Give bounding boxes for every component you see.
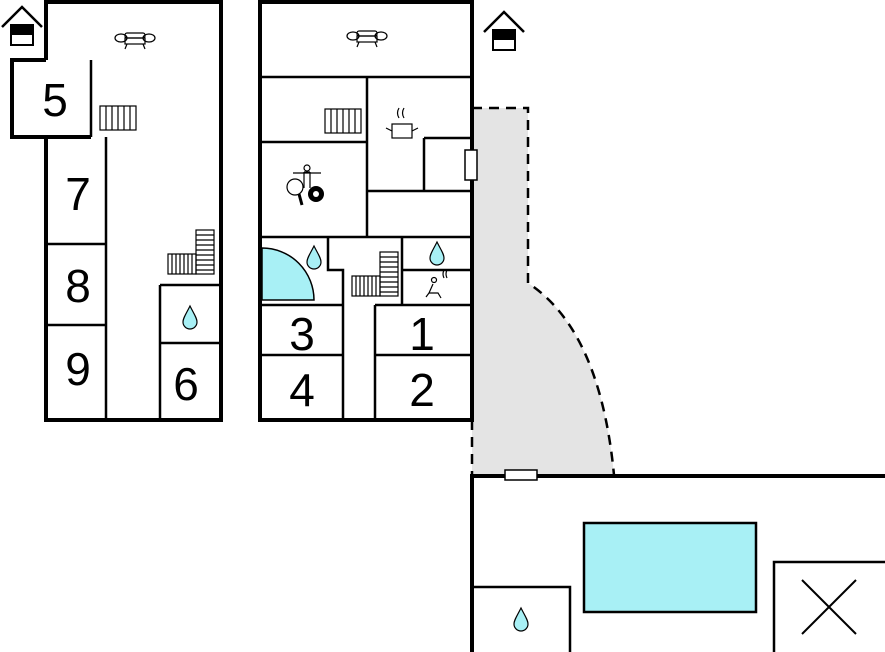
room-3-label: 3 (289, 308, 315, 360)
radiator-icon (99, 105, 137, 131)
stairs-icon (351, 251, 399, 297)
room-9-label: 9 (65, 343, 91, 395)
room-7-label: 7 (65, 168, 91, 220)
room-8-label: 8 (65, 260, 91, 312)
room-1-label: 1 (409, 308, 435, 360)
terrace-outline (470, 106, 616, 476)
room-6-label: 6 (173, 358, 199, 410)
outdoor-terrace (472, 108, 614, 475)
radiator-icon (324, 108, 362, 134)
pool (582, 521, 758, 614)
water-drop-icon (306, 245, 322, 270)
water-drop-icon (182, 305, 198, 330)
building-bottom (470, 469, 885, 652)
window (464, 149, 478, 181)
billiard-ball-icon (308, 186, 324, 202)
house-icon (482, 10, 526, 52)
table-tennis-icon (286, 178, 304, 206)
house-icon (0, 5, 44, 47)
stairs-icon (167, 229, 215, 275)
cooking-pot-icon (385, 107, 419, 139)
window (504, 469, 538, 481)
room-2-label: 2 (409, 364, 435, 416)
building-left: 5 7 8 9 6 (0, 0, 223, 422)
building-middle: 3 4 1 2 (258, 0, 526, 422)
pool-indoor (261, 247, 315, 301)
room-5-label: 5 (42, 74, 68, 126)
sofa-icon (114, 32, 156, 50)
water-drop-icon (429, 241, 445, 266)
void-cross (801, 579, 857, 635)
sofa-icon (346, 30, 388, 48)
water-drop-icon (513, 607, 529, 632)
sauna-icon (425, 269, 448, 299)
table-football-icon (293, 164, 321, 188)
room-4-label: 4 (289, 364, 315, 416)
